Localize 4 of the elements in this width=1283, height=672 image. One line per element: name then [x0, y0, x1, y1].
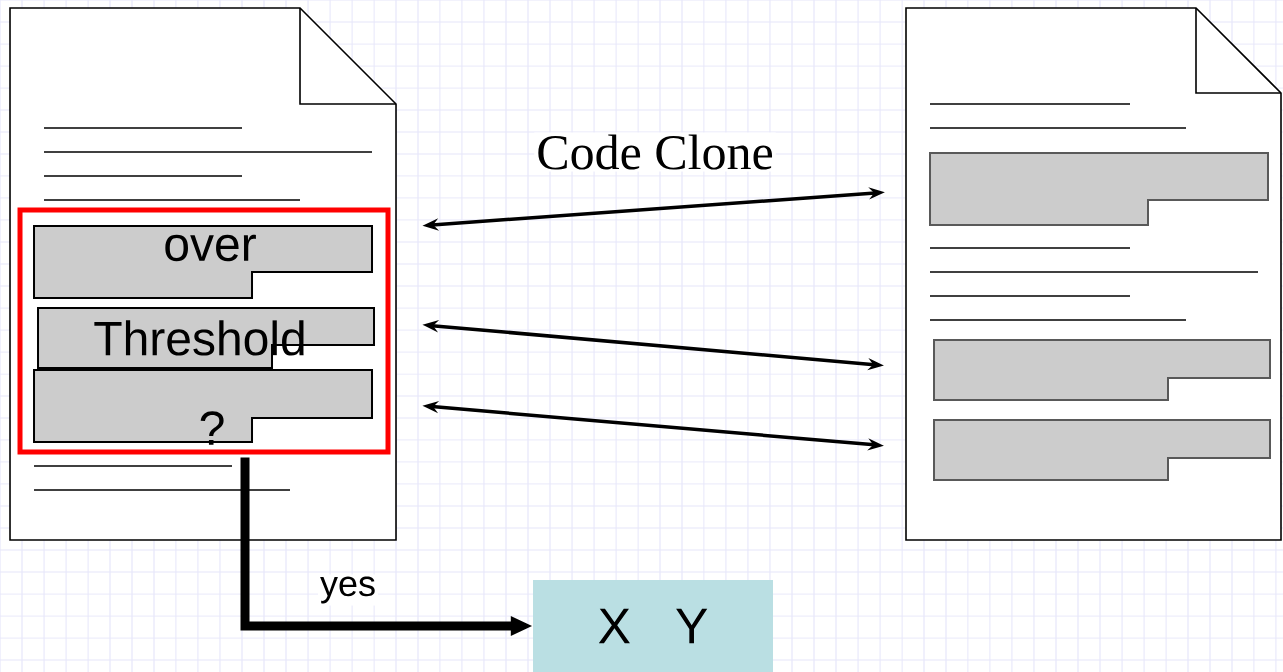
highlight-frame: [17, 207, 391, 455]
result-box: X Y: [533, 580, 773, 672]
edge-label: yes: [318, 574, 378, 606]
edge-label: Code Clone: [534, 132, 776, 172]
